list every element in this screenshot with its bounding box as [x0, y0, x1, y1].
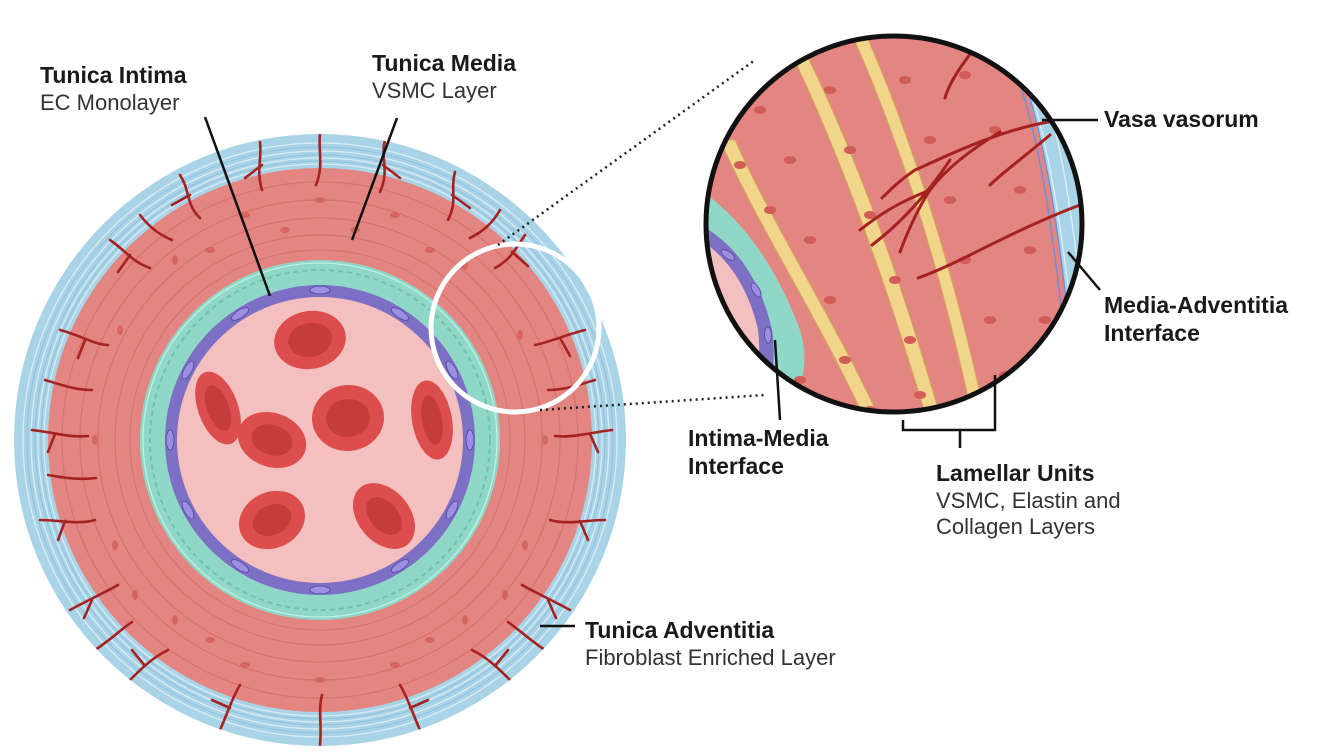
vasa-vasorum-label: Vasa vasorum — [1104, 106, 1259, 134]
zoom-detail — [700, 30, 1100, 430]
vasa-vasorum-title: Vasa vasorum — [1104, 106, 1259, 134]
tunica-intima-subtitle: EC Monolayer — [40, 90, 187, 116]
lamellar-units-line2: Collagen Layers — [936, 514, 1121, 540]
intima-media-line1: Intima-Media — [688, 425, 829, 453]
lamellar-units-line1: VSMC, Elastin and — [936, 488, 1121, 514]
tunica-media-subtitle: VSMC Layer — [372, 78, 516, 104]
artery-cross-section — [14, 134, 626, 746]
tunica-adventitia-label: Tunica Adventitia Fibroblast Enriched La… — [585, 617, 836, 671]
lamellar-units-label: Lamellar Units VSMC, Elastin and Collage… — [936, 460, 1121, 540]
tunica-adventitia-title: Tunica Adventitia — [585, 617, 836, 645]
media-adventitia-label: Media-Adventitia Interface — [1104, 292, 1288, 347]
media-adventitia-line1: Media-Adventitia — [1104, 292, 1288, 320]
tunica-intima-title: Tunica Intima — [40, 62, 187, 90]
media-adventitia-line2: Interface — [1104, 320, 1288, 348]
intima-media-label: Intima-Media Interface — [688, 425, 829, 480]
tunica-media-label: Tunica Media VSMC Layer — [372, 50, 516, 104]
intima-media-line2: Interface — [688, 453, 829, 481]
tunica-adventitia-subtitle: Fibroblast Enriched Layer — [585, 645, 836, 671]
lamellar-units-title: Lamellar Units — [936, 460, 1121, 488]
tunica-media-title: Tunica Media — [372, 50, 516, 78]
tunica-intima-label: Tunica Intima EC Monolayer — [40, 62, 187, 116]
